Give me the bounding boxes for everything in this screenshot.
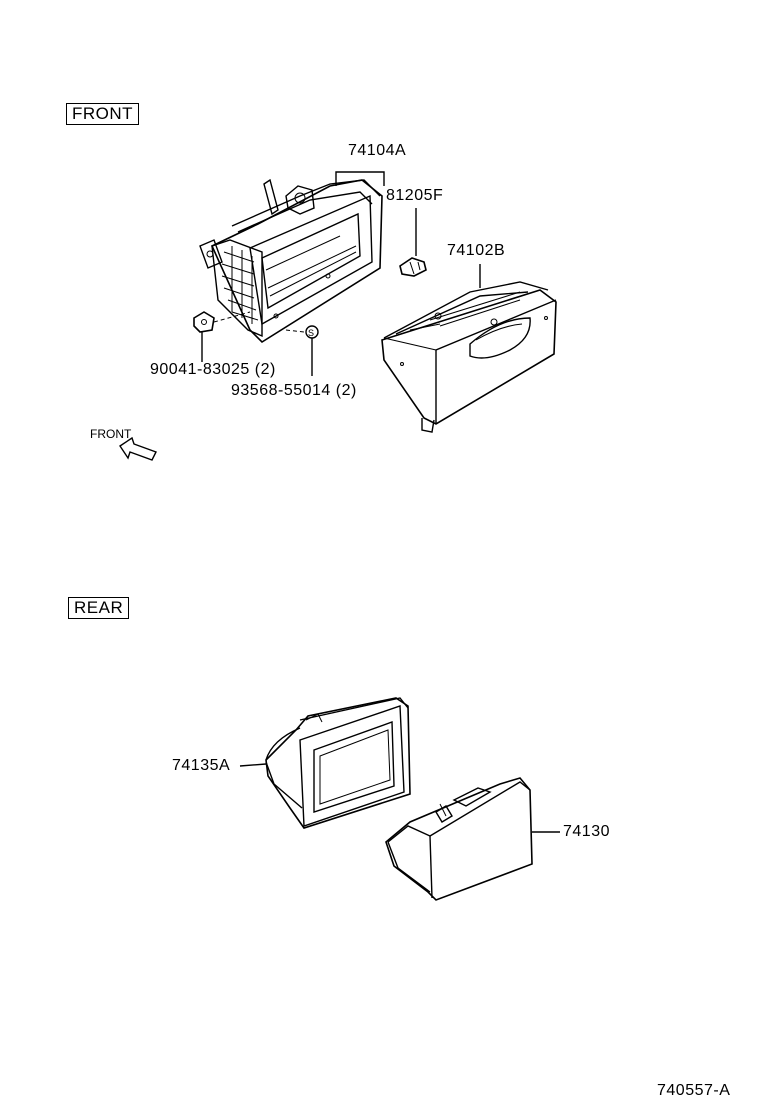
front-section-label: FRONT xyxy=(66,103,140,125)
label-74130: 74130 xyxy=(563,823,610,840)
ashtray-74102B xyxy=(381,264,557,433)
label-90041-83025: 90041-83025 (2) xyxy=(150,361,276,378)
front-direction-arrow xyxy=(119,436,157,461)
ashtray-74130 xyxy=(385,777,560,901)
label-81205F: 81205F xyxy=(386,187,444,204)
label-74102B: 74102B xyxy=(447,242,506,259)
front-direction-label: FRONT xyxy=(90,427,132,441)
rear-section-label: REAR xyxy=(68,597,130,619)
bulb-81205F xyxy=(399,208,427,277)
svg-text:S: S xyxy=(308,328,314,338)
clip-90041 xyxy=(193,311,251,362)
label-93568-55014: 93568-55014 (2) xyxy=(231,382,357,399)
leader-74104A xyxy=(335,171,385,186)
housing-74104A xyxy=(199,178,383,344)
bezel-74135A xyxy=(239,697,411,829)
label-74104A: 74104A xyxy=(348,142,407,159)
diagram-id: 740557-A xyxy=(657,1082,731,1099)
screw-93568: S xyxy=(285,325,319,376)
label-74135A: 74135A xyxy=(172,757,231,774)
